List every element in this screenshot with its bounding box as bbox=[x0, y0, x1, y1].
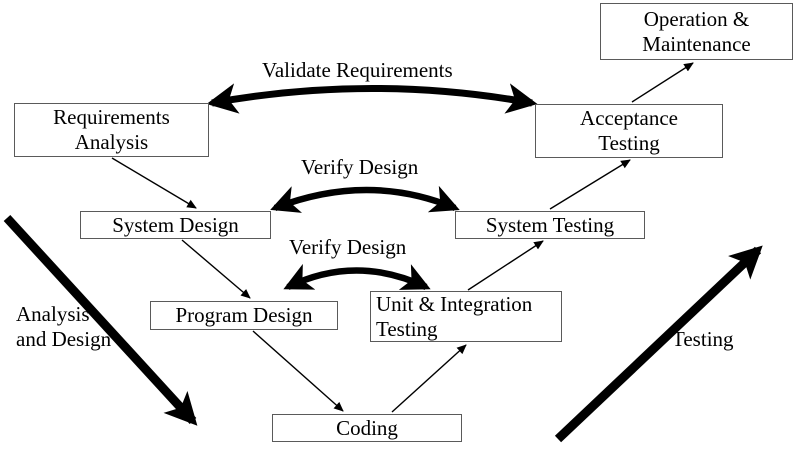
connector-coding-to-unit-testing bbox=[391, 344, 467, 413]
node-requirements-analysis[interactable]: Requirements Analysis bbox=[14, 103, 209, 157]
verify-design-system-curve bbox=[270, 185, 460, 213]
connector-requirements-to-system-design bbox=[111, 157, 197, 209]
node-acceptance-testing[interactable]: Acceptance Testing bbox=[535, 104, 723, 158]
connector-unit-testing-to-system-testing bbox=[467, 240, 544, 291]
node-label: Operation & Maintenance bbox=[642, 6, 751, 56]
node-unit-integration-testing[interactable]: Unit & Integration Testing bbox=[370, 291, 562, 342]
node-label: Program Design bbox=[175, 303, 313, 328]
analysis-and-design-arrow bbox=[3, 214, 198, 426]
connector-system-testing-to-acceptance-testing bbox=[549, 159, 631, 210]
node-operation-maintenance[interactable]: Operation & Maintenance bbox=[600, 3, 793, 60]
label-analysis-and-design: Analysis and Design bbox=[16, 302, 112, 352]
node-program-design[interactable]: Program Design bbox=[150, 301, 338, 330]
verification-curve-group bbox=[206, 83, 538, 290]
label-testing: Testing bbox=[672, 327, 734, 351]
flow-connector-group-right bbox=[391, 62, 694, 413]
label-validate-requirements: Validate Requirements bbox=[262, 58, 453, 82]
validate-requirements-curve bbox=[206, 83, 538, 114]
node-label: System Design bbox=[112, 212, 239, 237]
node-label: System Testing bbox=[485, 212, 615, 237]
node-label: Requirements Analysis bbox=[53, 105, 170, 154]
verify-design-program-curve bbox=[283, 263, 431, 290]
node-system-testing[interactable]: System Testing bbox=[455, 211, 645, 239]
flow-connector-group bbox=[111, 157, 344, 412]
connector-system-design-to-program-design bbox=[181, 239, 251, 299]
phase-arrow-group bbox=[3, 214, 763, 443]
label-verify-design-system: Verify Design bbox=[301, 155, 419, 179]
node-coding[interactable]: Coding bbox=[272, 414, 462, 442]
connector-program-design-to-coding bbox=[252, 330, 344, 412]
node-label: Coding bbox=[336, 415, 398, 440]
testing-arrow bbox=[554, 245, 763, 443]
node-system-design[interactable]: System Design bbox=[80, 211, 271, 239]
label-verify-design-program: Verify Design bbox=[289, 235, 407, 259]
node-label: Acceptance Testing bbox=[580, 106, 678, 155]
node-label: Unit & Integration Testing bbox=[376, 291, 533, 341]
connector-acceptance-testing-to-operation-maintenance bbox=[631, 62, 694, 103]
